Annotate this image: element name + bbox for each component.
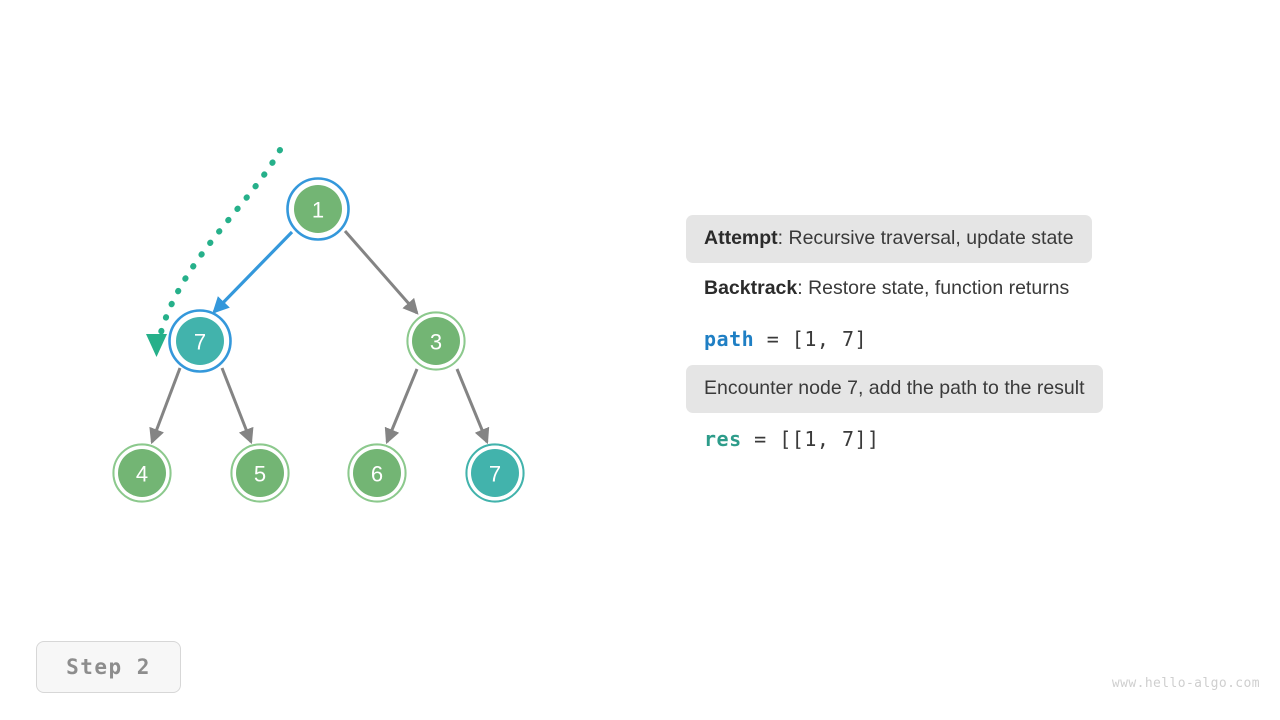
tree-node-4[interactable]: 4 [112, 443, 172, 503]
binary-tree-diagram: 1 7 3 4 5 [112, 147, 525, 503]
tree-node-1-label: 1 [312, 198, 324, 223]
tree-node-6[interactable]: 6 [347, 443, 407, 503]
backtrack-text: Backtrack: Restore state, function retur… [704, 279, 1069, 299]
edge-3-to-7 [455, 368, 490, 445]
path-state-box: path = [1, 7] [686, 315, 885, 363]
tree-edges [149, 230, 490, 445]
tree-node-5[interactable]: 5 [230, 443, 290, 503]
backtrack-triangle-marker [146, 334, 167, 357]
backtrack-rest: : Restore state, function returns [797, 277, 1070, 300]
step-badge: Step 2 [36, 641, 181, 693]
backtrack-label: Backtrack [704, 277, 798, 300]
tree-node-3-label: 3 [430, 330, 442, 355]
attempt-label: Attempt [704, 227, 778, 250]
tree-node-4-label: 4 [136, 462, 148, 487]
tree-node-3[interactable]: 3 [406, 311, 466, 371]
edge-7-to-4 [149, 367, 182, 445]
res-variable-value: = [[1, 7]] [741, 427, 880, 451]
edge-7-to-5 [220, 367, 254, 445]
path-state-code: path = [1, 7] [704, 329, 867, 349]
encounter-text: Encounter node 7, add the path to the re… [704, 377, 1085, 400]
tree-node-7-left[interactable]: 7 [168, 309, 232, 373]
tree-node-6-label: 6 [371, 462, 383, 487]
tree-node-1[interactable]: 1 [286, 177, 350, 241]
res-variable-name: res [704, 427, 742, 451]
res-state-box: res = [[1, 7]] [686, 415, 898, 463]
tree-node-7-right-label: 7 [489, 462, 501, 487]
attempt-text: Attempt: Recursive traversal, update sta… [704, 229, 1074, 249]
explanation-row-backtrack: Backtrack: Restore state, function retur… [686, 265, 1206, 313]
attempt-highlight-box: Attempt: Recursive traversal, update sta… [686, 215, 1092, 263]
explanation-row-encounter: Encounter node 7, add the path to the re… [686, 365, 1206, 413]
tree-node-5-label: 5 [254, 462, 266, 487]
explanation-row-res-state: res = [[1, 7]] [686, 415, 1206, 463]
explanation-row-attempt: Attempt: Recursive traversal, update sta… [686, 215, 1206, 263]
backtrack-dotted-path [146, 147, 283, 357]
site-watermark: www.hello-algo.com [1111, 676, 1260, 691]
attempt-rest: : Recursive traversal, update state [777, 227, 1074, 250]
step-badge-label: Step 2 [66, 655, 151, 679]
edge-1-to-7-active [212, 230, 294, 314]
edge-3-to-6 [384, 368, 419, 445]
encounter-highlight-box: Encounter node 7, add the path to the re… [686, 365, 1103, 413]
path-variable-value: = [1, 7] [754, 327, 868, 351]
edge-1-to-3 [343, 230, 419, 315]
backtrack-box: Backtrack: Restore state, function retur… [686, 265, 1087, 313]
tree-node-7-left-label: 7 [194, 330, 206, 355]
explanation-row-path-state: path = [1, 7] [686, 315, 1206, 363]
res-state-code: res = [[1, 7]] [704, 429, 880, 449]
tree-node-7-right[interactable]: 7 [465, 443, 525, 503]
explanation-panel: Attempt: Recursive traversal, update sta… [686, 215, 1206, 465]
tree-nodes: 1 7 3 4 5 [112, 177, 525, 503]
path-variable-name: path [704, 327, 755, 351]
